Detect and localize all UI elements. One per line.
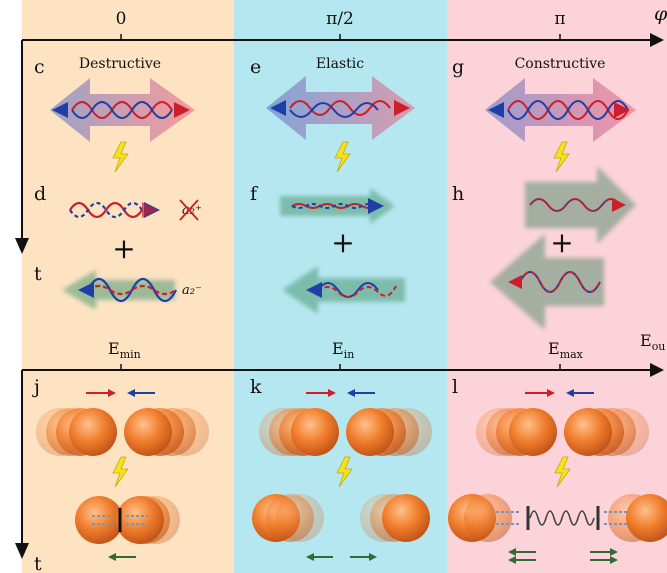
arrowhead-blue-c [52, 102, 68, 118]
approach-arrows-j [86, 389, 155, 397]
time-axis-top-arrowhead [15, 238, 29, 254]
arrowhead-h-bottom [508, 275, 522, 289]
approach-arrows-k [306, 389, 375, 397]
energy-axis-label: Eou [640, 331, 665, 353]
panel-letter-j: j [32, 376, 40, 398]
wave-red-d [69, 201, 143, 219]
wave-red-dashed-h-bottom [519, 271, 601, 293]
wave-blue-dashed-d [69, 201, 143, 219]
panel-letter-h: h [452, 183, 464, 205]
wave-blue-g [507, 100, 629, 120]
lightning-bolt-icon-g [553, 141, 570, 173]
lightning-bolt-icon-j [112, 456, 129, 488]
spring-icon [529, 510, 595, 526]
balls-stuck-j [75, 496, 180, 544]
green-arrows-k [306, 553, 377, 561]
energy-axis-arrowhead [650, 363, 664, 377]
green-arrow-h-bottom [490, 234, 604, 330]
panel-letter-k: k [250, 376, 262, 398]
lightning-bolt-icon-l [554, 456, 571, 488]
panel-letter-g: g [452, 56, 464, 78]
arrowhead-red-g [614, 102, 630, 118]
approach-arrows-l [525, 389, 594, 397]
arrowhead-blue-e [270, 100, 286, 116]
title-destructive: Destructive [79, 56, 161, 72]
time-axis-bottom-arrowhead [15, 543, 29, 559]
arrowhead-h-top [612, 198, 626, 212]
phi-tick-label-0: 0 [116, 9, 127, 29]
wave-red-e [289, 100, 391, 116]
arrowhead-red-e [394, 100, 410, 116]
green-arrow-f-top [280, 188, 395, 224]
green-arrow-f-bottom [282, 266, 405, 314]
wave-red-c [71, 101, 173, 119]
wave-blue-dashed-f [291, 203, 377, 209]
panel-letter-l: l [452, 376, 458, 398]
balls-approach-l [476, 408, 649, 456]
phi-tick-label-pi: π [554, 9, 565, 29]
green-double-arrows-l [508, 548, 618, 564]
energy-tick-label-max: Emax [548, 339, 584, 361]
balls-separating-k [252, 494, 430, 542]
wave-red-dashed-d-bottom [87, 284, 177, 296]
arrowhead-f-top [368, 198, 384, 214]
double-arrow-elastic [266, 76, 415, 140]
time-axis-top-label: t [34, 263, 42, 285]
arrowhead-d-bottom [78, 282, 94, 298]
wave-red-dashed-f-bottom [317, 285, 397, 298]
balls-spring-l [448, 494, 667, 542]
wave-blue-h [529, 198, 621, 212]
operator-a2-minus: a₂⁻ [182, 283, 202, 298]
lightning-bolt-icon-c [112, 141, 129, 173]
phi-tick-label-pi-half: π/2 [326, 9, 354, 29]
title-elastic: Elastic [316, 56, 364, 72]
phi-axis-label: φ [654, 3, 667, 25]
wave-blue-c [71, 101, 173, 119]
double-arrow-constructive [485, 78, 636, 142]
panel-letter-f: f [250, 183, 259, 205]
plus-sign-f: + [331, 226, 354, 259]
panel-letter-e: e [250, 56, 261, 78]
wave-blue-e [289, 102, 379, 118]
green-arrow-h-top [525, 166, 636, 244]
plus-sign-h: + [550, 226, 573, 259]
green-arrow-j [108, 553, 136, 561]
title-constructive: Constructive [515, 56, 606, 72]
plus-sign-d: + [112, 232, 135, 265]
balls-approach-j [36, 408, 209, 456]
arrowhead-red-c [174, 102, 190, 118]
double-arrow-destructive [50, 78, 195, 142]
time-axis-bottom-label: t [34, 553, 42, 573]
phi-axis-arrowhead [650, 33, 664, 47]
balls-approach-k [259, 408, 432, 456]
panel-letter-c: c [34, 56, 45, 78]
energy-tick-label-in: Ein [332, 339, 354, 361]
energy-tick-label-min: Emin [108, 339, 141, 361]
arrowhead-f-bottom [306, 282, 322, 298]
lightning-bolt-icon-k [336, 456, 353, 488]
panel-letter-d: d [34, 183, 46, 205]
cross-line-2 [179, 199, 199, 221]
lightning-bolt-icon-e [334, 141, 351, 173]
arrowhead-blue-g [488, 102, 504, 118]
wave-blue-d-bottom [87, 277, 177, 303]
